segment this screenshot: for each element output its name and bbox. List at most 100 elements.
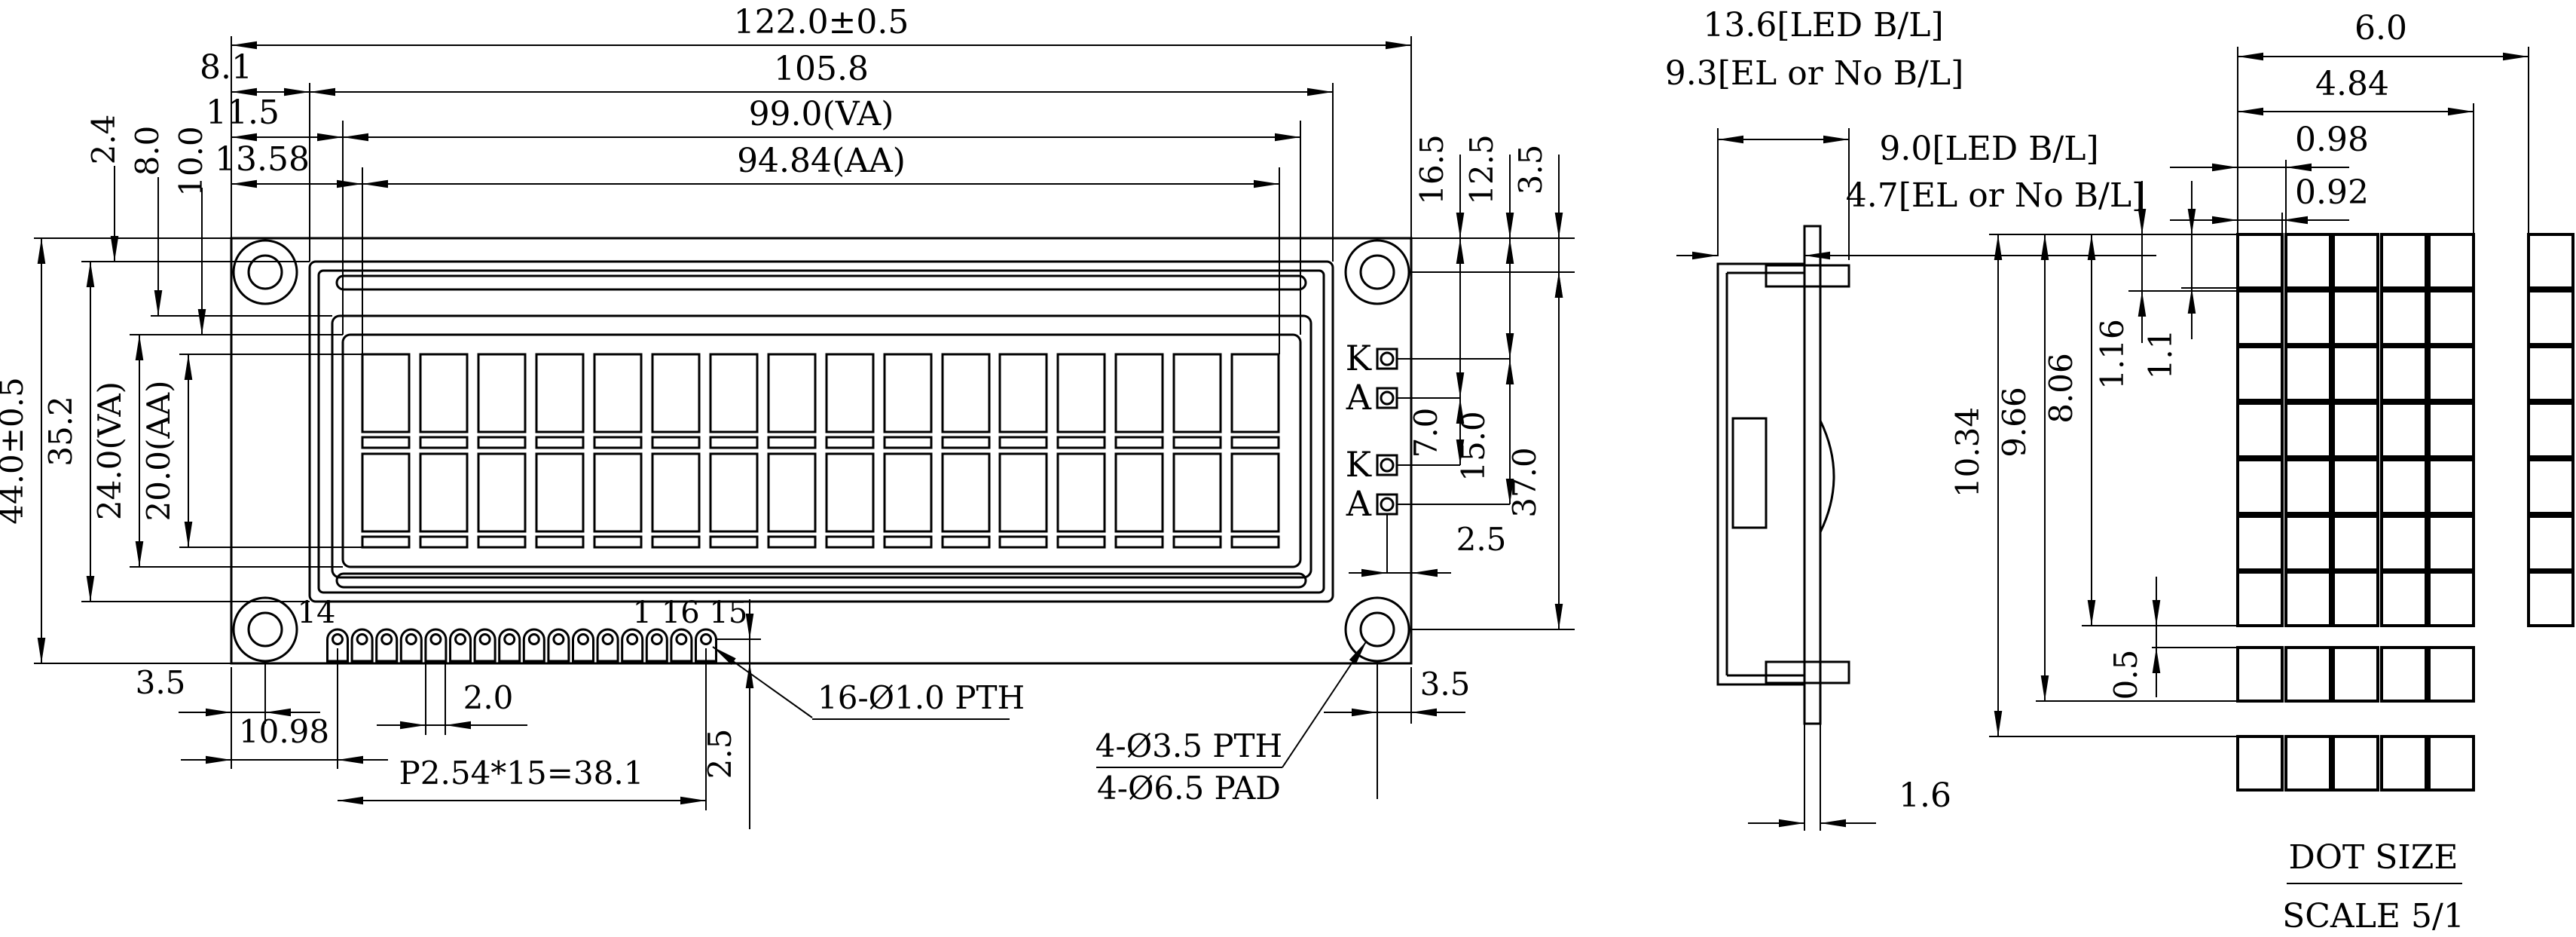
character-cells [361,353,1280,549]
dot [2332,515,2379,571]
dot [2332,345,2379,402]
dot [2428,571,2475,627]
dot [2380,571,2428,627]
char-cursor-cell [767,535,817,549]
dot [2380,289,2428,346]
char-cursor-cell [998,436,1048,449]
char-cell [651,452,701,533]
char-cursor-cell [998,535,1048,549]
dot-detail-dimension-texts: 6.0 4.84 0.98 0.92 10.34 9.66 8.06 0.5 1… [1949,9,2464,935]
dim-char-v-pitch: 10.34 [1949,407,1986,498]
dot [2236,233,2284,289]
dim-pad-a-offset: 16.5 [1413,134,1450,205]
dim-pcb-thickness: 1.6 [1899,776,1951,815]
dot-next-char [2527,233,2574,289]
dot [2380,402,2428,458]
dim-pad-width: 2.0 [463,679,514,716]
pcb-outline [230,237,1413,665]
char-cursor-cell [535,436,585,449]
dim-va-top-offset: 10.0 [173,126,209,197]
backlight-pad-label: A [1346,483,1372,524]
dim-bezel-height: 35.2 [42,396,79,467]
dot [2236,458,2284,515]
char-cell [825,353,875,433]
dot [2428,345,2475,402]
dim-pin-pitch: P2.54*15=38.1 [399,755,644,792]
pin-numbers-1-16-15: 1 16 15 [633,596,748,630]
char-cell [941,452,991,533]
dot-next-char [2527,458,2574,515]
dot [2332,458,2379,515]
dim-thickness-el: 9.3[EL or No B/L] [1665,54,1964,93]
dim-main-rows-height: 8.06 [2043,353,2079,424]
backlight-pad-hole [1380,390,1395,406]
char-cursor-cell [651,436,701,449]
dot [2236,515,2284,571]
dim-aa-height: 20.0(AA) [140,381,177,522]
char-cursor-cell [1230,535,1280,549]
pin-pad [498,628,521,663]
dim-front-thickness-el: 4.7[EL or No B/L] [1846,176,2145,215]
char-cell [593,353,643,433]
dot [2428,289,2475,346]
pin-number-14: 14 [298,596,336,630]
dim-hole-offset-right: 3.5 [1420,666,1471,703]
pin-pad [596,628,619,663]
dim-hole-top-offset: 3.5 [1512,145,1549,195]
char-cursor-cell [767,436,817,449]
char-cell [651,353,701,433]
dot [2428,515,2475,571]
pin-pad [375,628,399,663]
side-view-dimension-texts: 13.6[LED B/L] 9.3[EL or No B/L] 9.0[LED … [1665,6,2145,815]
glass-edge [331,314,1312,579]
dim-overall-height: 44.0±0.5 [0,377,30,525]
dim-char-height: 9.66 [1996,387,2033,458]
char-cell [361,353,411,433]
char-cursor-cell [1056,436,1106,449]
char-cell [1056,353,1106,433]
char-cell [361,452,411,533]
dim-bezel-top-offset: 2.4 [85,115,122,165]
dot [2332,402,2379,458]
pin-pad [572,628,594,663]
dim-va-height: 24.0(VA) [91,381,128,520]
dot-cursor-row [2428,646,2475,703]
bezel-bottom-slot [335,572,1307,589]
char-cursor-cell [651,535,701,549]
dot-next-line [2428,735,2475,792]
front-view-dimensions [34,36,1575,829]
side-pcb [1803,225,1822,725]
char-cell [767,452,817,533]
char-cell [1172,452,1222,533]
dot-matrix-detail [2236,233,2574,792]
char-cell [883,452,933,533]
dot [2236,402,2284,458]
dim-pad-k-offset: 12.5 [1463,134,1500,205]
pin-hole [675,633,688,645]
front-view-dimension-texts: 122.0±0.5 105.8 99.0(VA) 94.84(AA) 8.1 1… [0,3,1549,807]
dot [2380,233,2428,289]
char-cursor-cell [1056,535,1106,549]
char-cell [1172,353,1222,433]
char-cell [419,353,469,433]
char-cursor-cell [535,535,585,549]
pin-hole [454,633,466,645]
backlight-pad-label: A [1346,377,1372,418]
pin-hole [601,633,614,645]
dot-next-char [2527,345,2574,402]
dot-next-char [2527,515,2574,571]
pin-pad [449,628,472,663]
dot-next-line [2380,735,2428,792]
char-cursor-cell [593,436,643,449]
char-cell [825,452,875,533]
char-cursor-cell [941,436,991,449]
callout-mount-holes-pad: 4-Ø6.5 PAD [1097,770,1281,807]
pin-hole [429,633,442,645]
dot-cursor-row [2332,646,2379,703]
char-cell [1230,452,1280,533]
pin-pad [670,628,693,663]
dot [2284,402,2332,458]
